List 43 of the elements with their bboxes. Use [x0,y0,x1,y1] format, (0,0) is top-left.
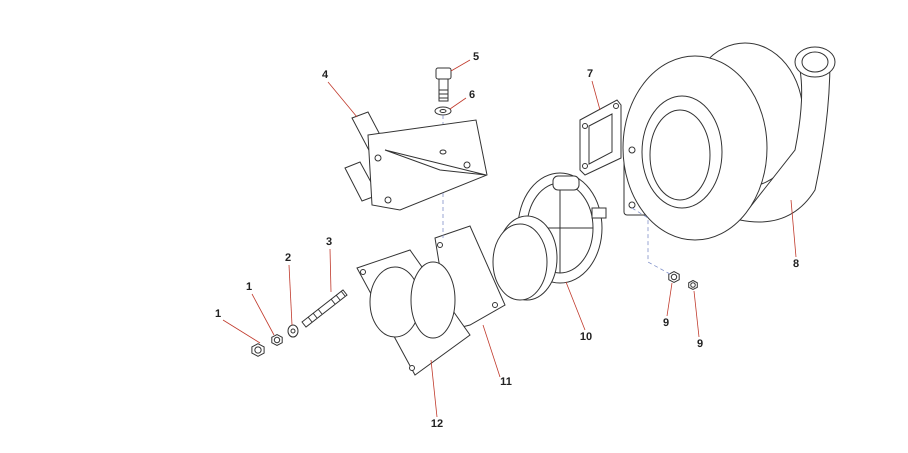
leader-line [252,294,274,336]
leader-line [592,80,600,110]
callout-number: 5 [472,51,480,63]
callout-number: 1 [214,308,222,320]
bracket-drawing [344,111,488,211]
gasket-drawing [356,249,471,376]
leader-line [288,264,292,326]
callout-number: 12 [430,418,444,430]
leader-line [450,98,466,110]
leader-line [222,320,260,344]
callout-number: 2 [284,252,292,264]
center-line [632,208,670,274]
center-line [442,192,444,238]
callout-number: 11 [500,376,512,388]
turbocharger-drawing [622,42,836,240]
callout-number: 8 [792,258,800,270]
callout-number: 1 [246,281,252,293]
nut-drawing [688,280,698,290]
leader-line [450,60,470,72]
leader-line [430,360,438,418]
callout-number: 4 [322,69,328,81]
nut-drawing [251,343,265,357]
leader-line [694,290,700,338]
washer-drawing [434,106,452,116]
callout-number: 7 [586,68,594,80]
nut-drawing [271,334,283,346]
leader-line [666,282,672,316]
leader-line [482,324,500,378]
bolt-drawing [436,68,452,102]
leader-line [790,200,796,258]
callout-number: 10 [580,331,592,343]
nut-drawing [668,271,680,283]
washer-drawing [288,324,298,338]
leader-line [566,282,586,330]
stud-drawing [301,289,348,328]
callout-number: 6 [468,89,476,101]
callout-number: 9 [696,338,704,350]
callout-number: 9 [662,317,670,329]
callout-number: 3 [326,236,332,248]
leader-line [330,248,332,292]
center-line [442,114,444,124]
leader-line [328,82,358,118]
gasket-drawing [580,99,622,176]
